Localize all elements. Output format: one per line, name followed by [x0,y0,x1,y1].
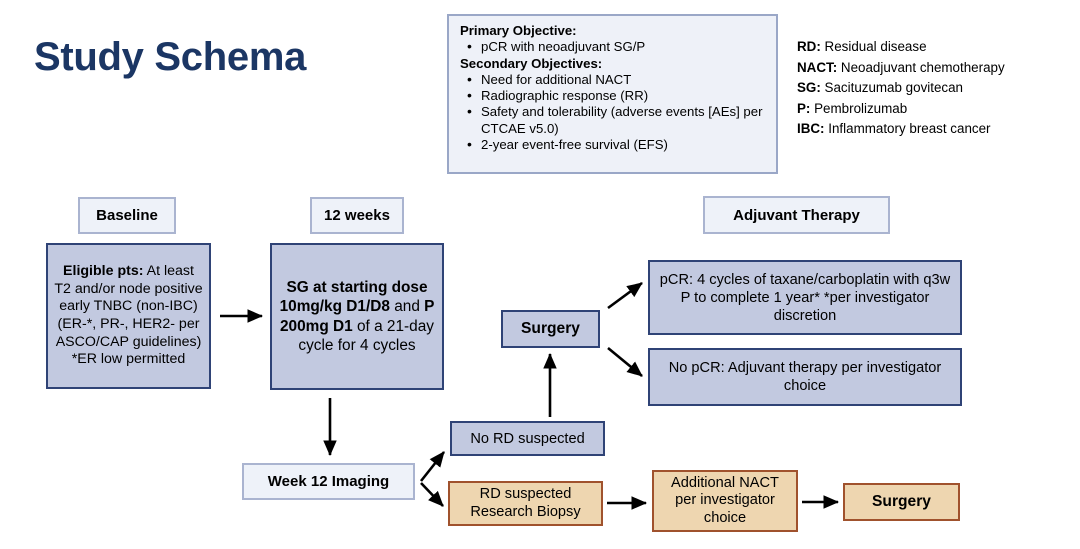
abbreviation-definition: Sacituzumab govitecan [824,80,963,96]
sg-conjunction: and [389,298,425,316]
primary-objective-heading: Primary Objective: [460,23,577,38]
pembro-dose: P 200mg D1 [279,298,435,335]
box-pcr-adjuvant: pCR: 4 cycles of taxane/carboplatin with… [648,260,962,335]
abbreviation-definition: Pembrolizumab [814,100,908,116]
box-additional-nact: Additional NACT per investigator choice [652,470,798,532]
list-item: 2-year event-free survival (EFS) [460,136,766,153]
pcr-text: pCR: 4 cycles of taxane/carboplatin with… [659,271,951,324]
box-surgery-after-nact: Surgery [843,483,960,521]
box-surgery-primary: Surgery [501,310,600,348]
abbreviation-key: NACT: [797,59,838,75]
abbreviation-row: IBC: Inflammatory breast cancer [797,119,1077,140]
box-eligible-patients: Eligible pts: At least T2 and/or node po… [46,243,211,389]
primary-objective-list: pCR with neoadjuvant SG/P [460,38,766,55]
objectives-panel: Primary Objective: pCR with neoadjuvant … [447,14,778,174]
phase-header-adjuvant-therapy: Adjuvant Therapy [703,196,890,234]
box-no-rd-suspected: No RD suspected [450,421,605,456]
abbreviation-row: P: Pembrolizumab [797,99,1077,120]
abbreviation-definition: Inflammatory breast cancer [828,121,991,137]
box-no-pcr-adjuvant: No pCR: Adjuvant therapy per investigato… [648,348,962,406]
page-title: Study Schema [34,35,307,79]
phase-header-baseline: Baseline [78,197,176,234]
secondary-objective-list: Need for additional NACT Radiographic re… [460,71,766,153]
rd-suspected-text: RD suspected Research Biopsy [470,486,581,520]
abbreviation-definition: Neoadjuvant chemotherapy [840,59,1005,75]
abbreviation-key: SG: [797,80,821,96]
eligible-criteria: At least T2 and/or node positive early T… [54,263,203,368]
box-week-12-imaging: Week 12 Imaging [242,463,415,500]
eligible-label: Eligible pts: [63,263,144,280]
abbreviations-legend: RD: Residual disease NACT: Neoadjuvant c… [797,37,1077,140]
sg-cycle-info: of a 21-day cycle for 4 cycles [298,317,434,354]
abbreviation-definition: Residual disease [824,39,927,54]
no-pcr-text: No pCR: Adjuvant therapy per investigato… [668,360,942,394]
list-item: pCR with neoadjuvant SG/P [460,38,766,55]
phase-header-12-weeks: 12 weeks [310,197,404,234]
abbreviation-row: RD: Residual disease [797,37,1077,58]
additional-nact-text: Additional NACT per investigator choice [671,474,779,526]
sg-dose: SG at starting dose 10mg/kg D1/D8 [279,278,428,316]
abbreviation-key: IBC: [797,121,825,137]
abbreviation-key: P: [797,100,811,116]
list-item: Radiographic response (RR) [460,87,766,104]
abbreviation-key: RD: [797,39,821,54]
arrow-surgery-to-no-pcr [607,346,643,378]
box-sg-regimen: SG at starting dose 10mg/kg D1/D8 and P … [270,243,444,390]
no-rd-text: No RD suspected [470,430,585,447]
abbreviation-row: NACT: Neoadjuvant chemotherapy [797,58,1077,79]
arrow-imaging-to-rd-suspected [420,482,444,507]
secondary-objectives-heading: Secondary Objectives: [460,55,603,71]
arrow-surgery-to-pcr [607,281,643,310]
box-rd-suspected-biopsy: RD suspected Research Biopsy [448,481,603,526]
arrow-imaging-to-no-rd [419,451,446,482]
list-item: Need for additional NACT [460,71,766,88]
abbreviation-row: SG: Sacituzumab govitecan [797,78,1077,99]
list-item: Safety and tolerability (adverse events … [460,103,766,137]
